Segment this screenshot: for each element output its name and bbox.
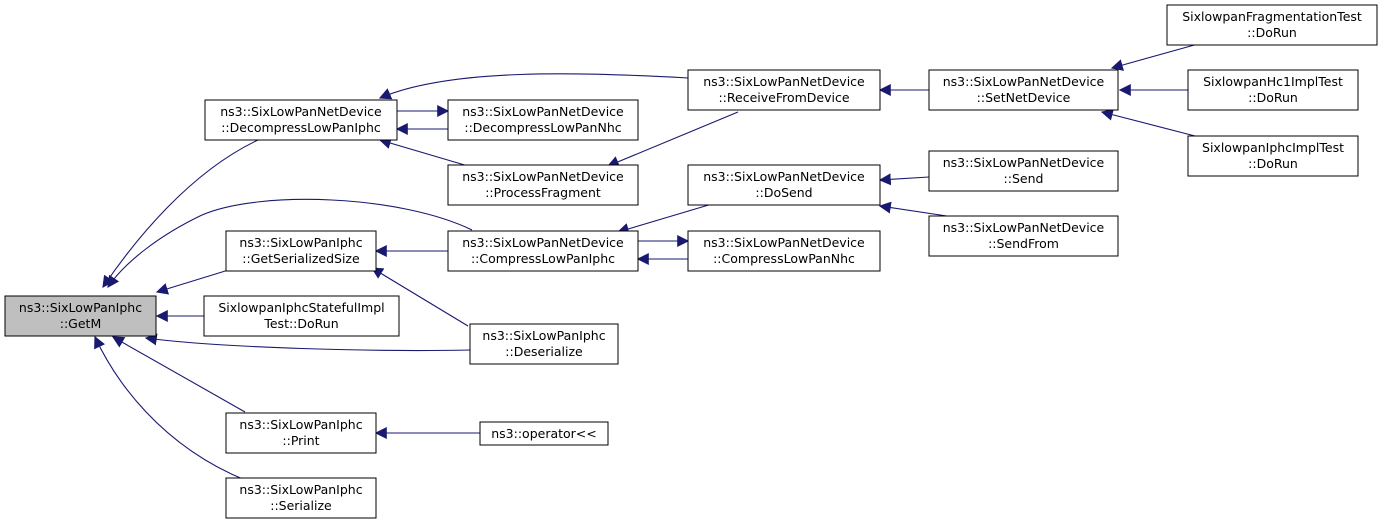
node-stateful-test-line2: Test::DoRun	[263, 316, 338, 331]
node-hc1-test-line2: ::DoRun	[1248, 90, 1298, 105]
node-compress-nhc-line2: ::CompressLowPanNhc	[713, 251, 855, 266]
node-sendfrom-line1: ns3::SixLowPanNetDevice	[943, 220, 1105, 235]
edge-processfragment-to-decompress-iphc	[378, 137, 469, 167]
node-print-line2: ::Print	[282, 433, 319, 448]
node-send[interactable]: ns3::SixLowPanNetDevice ::Send	[928, 150, 1119, 192]
node-decompress-nhc-line1: ns3::SixLowPanNetDevice	[462, 104, 624, 119]
node-iphc-test-line1: SixlowpanIphcImplTest	[1202, 140, 1344, 155]
node-processfragment[interactable]: ns3::SixLowPanNetDevice ::ProcessFragmen…	[447, 164, 639, 206]
node-deserialize[interactable]: ns3::SixLowPanIphc ::Deserialize	[469, 323, 619, 365]
node-compress-nhc-line1: ns3::SixLowPanNetDevice	[703, 235, 865, 250]
edge-compress-iphc-to-getm	[107, 198, 473, 288]
edge-deserialize-to-getserializedsize	[370, 267, 469, 327]
node-decompress-iphc-line1: ns3::SixLowPanNetDevice	[220, 104, 382, 119]
node-dosend[interactable]: ns3::SixLowPanNetDevice ::DoSend	[687, 164, 881, 206]
edge-print-to-getm	[111, 336, 246, 413]
node-processfragment-line2: ::ProcessFragment	[485, 185, 601, 200]
node-setnetdevice[interactable]: ns3::SixLowPanNetDevice ::SetNetDevice	[928, 69, 1119, 111]
node-operator-out[interactable]: ns3::operator<<	[479, 421, 609, 446]
node-send-line2: ::Send	[1004, 171, 1044, 186]
node-frag-test-line2: ::DoRun	[1247, 25, 1297, 40]
edge-iphc-test-to-setnetdevice	[1100, 108, 1196, 137]
node-setnetdevice-line2: ::SetNetDevice	[977, 90, 1071, 105]
node-print[interactable]: ns3::SixLowPanIphc ::Print	[225, 412, 377, 454]
node-compress-iphc-line1: ns3::SixLowPanNetDevice	[462, 235, 624, 250]
node-deserialize-line1: ns3::SixLowPanIphc	[482, 328, 605, 343]
node-getserializedsize[interactable]: ns3::SixLowPanIphc ::GetSerializedSize	[225, 230, 377, 272]
node-receivefromdevice[interactable]: ns3::SixLowPanNetDevice ::ReceiveFromDev…	[687, 69, 881, 111]
node-iphc-test-line2: ::DoRun	[1248, 156, 1298, 171]
node-print-line1: ns3::SixLowPanIphc	[239, 417, 362, 432]
node-getserializedsize-line2: ::GetSerializedSize	[242, 251, 360, 266]
node-compress-nhc[interactable]: ns3::SixLowPanNetDevice ::CompressLowPan…	[687, 230, 881, 272]
edge-serialize-to-getm	[94, 335, 246, 481]
edge-getserializedsize-to-getm	[155, 267, 236, 295]
node-decompress-iphc[interactable]: ns3::SixLowPanNetDevice ::DecompressLowP…	[204, 99, 398, 141]
edge-deserialize-to-getm	[144, 333, 471, 352]
node-setnetdevice-line1: ns3::SixLowPanNetDevice	[943, 74, 1105, 89]
node-getm-line2: ::GetM	[60, 316, 102, 331]
node-sendfrom[interactable]: ns3::SixLowPanNetDevice ::SendFrom	[928, 215, 1119, 257]
edge-receivefromdevice-to-decompress-iphc	[378, 73, 689, 100]
node-getserializedsize-line1: ns3::SixLowPanIphc	[239, 235, 362, 250]
node-serialize-line1: ns3::SixLowPanIphc	[239, 482, 362, 497]
node-hc1-test[interactable]: SixlowpanHc1ImplTest ::DoRun	[1187, 69, 1359, 111]
node-getm-line1: ns3::SixLowPanIphc	[19, 300, 142, 315]
node-deserialize-line2: ::Deserialize	[505, 344, 583, 359]
node-dosend-line2: ::DoSend	[755, 185, 812, 200]
node-receivefromdevice-line2: ::ReceiveFromDevice	[718, 90, 849, 105]
node-compress-iphc[interactable]: ns3::SixLowPanNetDevice ::CompressLowPan…	[447, 230, 639, 272]
node-getm[interactable]: ns3::SixLowPanIphc ::GetM	[4, 295, 157, 337]
node-decompress-nhc[interactable]: ns3::SixLowPanNetDevice ::DecompressLowP…	[447, 99, 639, 141]
edge-decompress-iphc-to-getm	[102, 139, 259, 288]
edge-send-to-dosend	[878, 173, 930, 186]
node-processfragment-line1: ns3::SixLowPanNetDevice	[462, 169, 624, 184]
edge-dosend-to-compress-iphc	[616, 203, 713, 235]
node-frag-test-line1: SixlowpanFragmentationTest	[1182, 9, 1362, 24]
node-serialize-line2: ::Serialize	[270, 498, 332, 513]
node-serialize[interactable]: ns3::SixLowPanIphc ::Serialize	[225, 477, 377, 519]
node-decompress-iphc-line2: ::DecompressLowPanIphc	[221, 120, 381, 135]
node-compress-iphc-line2: ::CompressLowPanIphc	[471, 251, 615, 266]
node-receivefromdevice-line1: ns3::SixLowPanNetDevice	[703, 74, 865, 89]
edge-receivefromdevice-to-processfragment	[606, 111, 739, 168]
node-sendfrom-line2: ::SendFrom	[988, 236, 1059, 251]
node-decompress-nhc-line2: ::DecompressLowPanNhc	[464, 120, 621, 135]
node-send-line1: ns3::SixLowPanNetDevice	[943, 155, 1105, 170]
node-dosend-line1: ns3::SixLowPanNetDevice	[703, 169, 865, 184]
node-frag-test[interactable]: SixlowpanFragmentationTest ::DoRun	[1166, 4, 1378, 46]
node-stateful-test-line1: SixlowpanIphcStatefulImpl	[218, 300, 384, 315]
node-iphc-test[interactable]: SixlowpanIphcImplTest ::DoRun	[1187, 135, 1359, 177]
node-hc1-test-line1: SixlowpanHc1ImplTest	[1203, 74, 1343, 89]
node-stateful-test[interactable]: SixlowpanIphcStatefulImpl Test::DoRun	[203, 295, 400, 337]
node-operator-out-line1: ns3::operator<<	[491, 426, 597, 441]
edge-frag-test-to-setnetdevice	[1110, 43, 1199, 71]
